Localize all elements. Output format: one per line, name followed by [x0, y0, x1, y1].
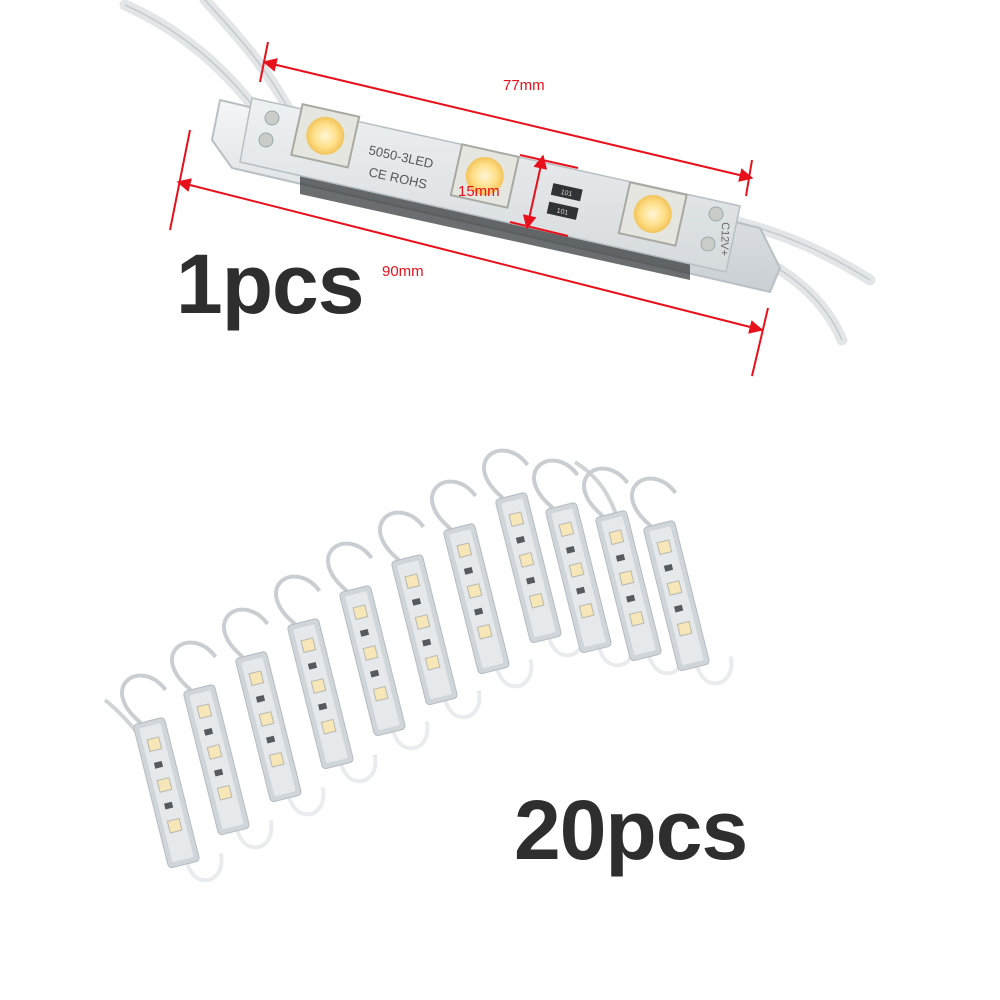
- dim-77mm: 77mm: [503, 77, 545, 94]
- led-module-pack: [103, 439, 739, 892]
- dim-15mm: 15mm: [458, 183, 500, 200]
- dimension-annotations: 77mm 90mm 15mm: [169, 41, 769, 377]
- voltage-print: C12V+: [718, 222, 731, 256]
- quantity-label-pack: 20pcs: [514, 783, 748, 877]
- dim-90mm: 90mm: [382, 263, 424, 280]
- quantity-label-single: 1pcs: [176, 237, 364, 331]
- single-led-module: 101 101 5050-3LED CE ROHS C12V+ 77mm 90m…: [119, 0, 876, 377]
